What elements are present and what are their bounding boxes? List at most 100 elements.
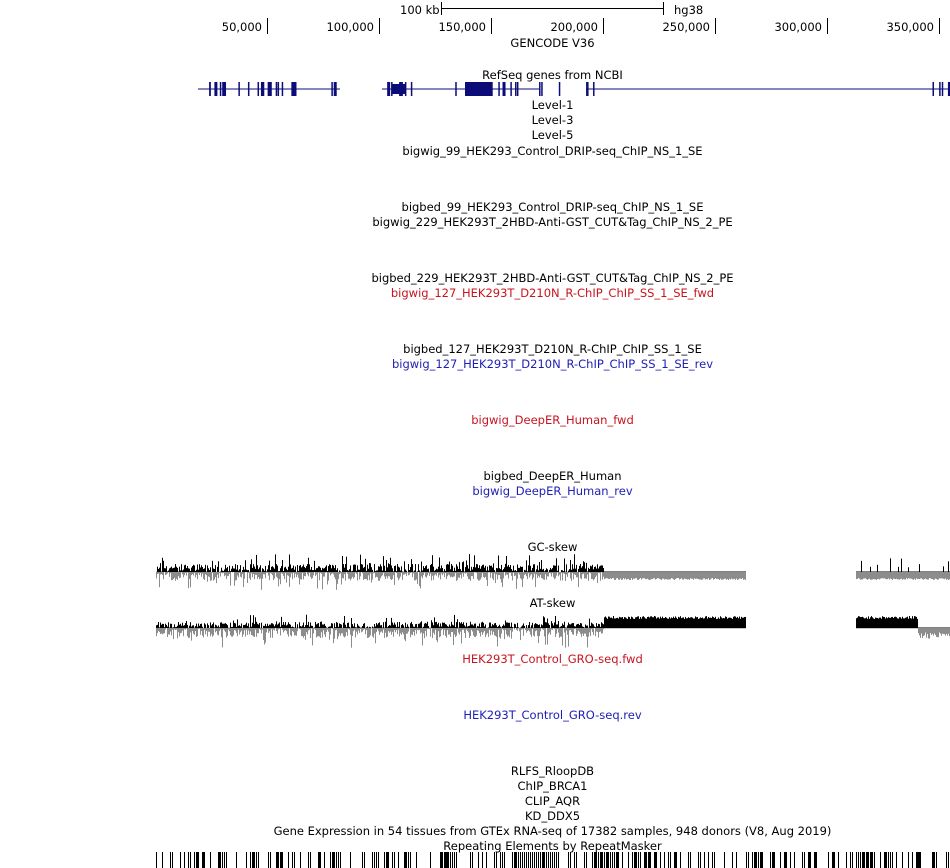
skew-bar-negative [710,572,711,580]
skew-bar-negative [388,572,389,577]
skew-bar-negative [898,572,899,580]
skew-bar-negative [402,628,403,633]
track-label-chip-brca1[interactable]: ChIP_BRCA1 [517,779,588,793]
skew-bar-negative [286,628,287,632]
skew-bar-negative [555,628,556,637]
skew-bar-positive [412,564,413,572]
track-label-drip-bigwig[interactable]: bigwig_99_HEK293_Control_DRIP-seq_ChIP_N… [402,144,703,158]
track-label-repeatmasker[interactable]: Repeating Elements by RepeatMasker [443,839,662,853]
skew-bar-positive [657,617,658,628]
track-label-clip-aqr[interactable]: CLIP_AQR [524,794,581,808]
skew-bar-negative [273,628,274,630]
skew-bar-negative [521,628,522,630]
repeat-element [224,852,225,868]
skew-bar-positive [349,569,350,572]
skew-bar-negative [168,628,169,635]
skew-bar-positive [642,616,643,628]
skew-bar-negative [239,628,240,635]
skew-bar-positive [237,564,238,572]
skew-bar-positive [312,625,313,628]
track-label-level-1[interactable]: Level-1 [531,98,574,112]
skew-bar-negative [445,628,446,636]
skew-bar-positive [744,571,745,572]
repeat-element [700,852,701,868]
skew-bar-positive [515,570,516,572]
track-label-gtex[interactable]: Gene Expression in 54 tissues from GTEx … [273,824,832,838]
skew-bar-negative [577,628,578,634]
skew-bar-negative [595,572,596,578]
skew-bar-positive [379,566,380,572]
skew-bar-negative [554,572,555,580]
skew-bar-positive [741,571,742,572]
track-label-rchip-bigbed[interactable]: bigbed_127_HEK293T_D210N_R-ChIP_ChIP_SS_… [403,342,702,356]
track-label-at-skew[interactable]: AT-skew [529,596,576,610]
skew-bar-positive [909,616,910,628]
track-label-cut-tag-bigbed[interactable]: bigbed_229_HEK293T_2HBD-Anti-GST_CUT&Tag… [371,271,734,285]
track-label-level-3[interactable]: Level-3 [531,113,574,127]
track-label-kd-ddx5[interactable]: KD_DDX5 [524,809,581,823]
track-label-cut-tag-bigwig[interactable]: bigwig_229_HEK293T_2HBD-Anti-GST_CUT&Tag… [372,215,733,229]
track-label-rchip-fwd[interactable]: bigwig_127_HEK293T_D210N_R-ChIP_ChIP_SS_… [390,286,715,300]
skew-bar-negative [533,572,534,578]
repeat-element [612,852,613,868]
skew-bar-negative [623,628,624,629]
skew-bar-negative [584,628,585,634]
repeat-element [600,852,603,868]
at-skew-signal[interactable] [0,608,950,650]
skew-bar-negative [171,628,172,636]
skew-bar-positive [702,617,703,628]
gene-exon-block [465,82,491,96]
track-label-rchip-rev[interactable]: bigwig_127_HEK293T_D210N_R-ChIP_ChIP_SS_… [391,357,714,371]
refseq-gene-track[interactable] [0,81,950,97]
skew-bar-positive [494,623,495,628]
skew-bar-positive [894,571,895,572]
skew-bar-negative [887,572,888,580]
skew-bar-negative [400,572,401,577]
track-label-drip-bigbed[interactable]: bigbed_99_HEK293_Control_DRIP-seq_ChIP_N… [401,200,704,214]
skew-bar-negative [632,572,633,580]
repeat-element [332,852,335,868]
skew-bar-positive [454,614,455,628]
skew-bar-negative [387,628,388,637]
skew-bar-positive [685,571,686,572]
track-label-rlfs[interactable]: RLFS_RloopDB [510,764,595,778]
skew-bar-positive [367,626,368,628]
track-label-gc-skew[interactable]: GC-skew [527,540,578,554]
skew-bar-positive [241,623,242,628]
track-label-gro-seq-fwd[interactable]: HEK293T_Control_GRO-seq.fwd [462,652,643,666]
skew-bar-negative [405,572,406,574]
track-label-level-5[interactable]: Level-5 [531,128,574,142]
skew-bar-negative [313,628,314,634]
skew-bar-positive [417,571,418,572]
repeat-element [892,852,893,868]
skew-bar-positive [416,623,417,628]
skew-bar-positive [895,616,896,628]
track-label-deeper-bigbed[interactable]: bigbed_DeepER_Human [483,469,622,483]
skew-bar-positive [677,571,678,572]
skew-bar-negative [542,628,543,630]
skew-bar-positive [741,616,742,628]
skew-bar-positive [686,571,687,572]
skew-bar-negative [259,628,260,629]
skew-bar-negative [308,628,309,631]
skew-bar-positive [712,616,713,628]
track-label-deeper-rev[interactable]: bigwig_DeepER_Human_rev [472,484,633,498]
skew-bar-positive [588,567,589,572]
skew-bar-negative [292,628,293,631]
skew-bar-negative [442,572,443,576]
skew-bar-positive [292,626,293,628]
skew-bar-positive [321,570,322,572]
track-label-gencode[interactable]: GENCODE V36 [510,36,595,50]
skew-bar-negative [921,628,922,634]
skew-bar-positive [688,571,689,572]
gc-skew-signal[interactable] [0,552,950,592]
gene-exon [209,82,211,96]
skew-bar-negative [248,628,249,631]
track-label-gro-seq-rev[interactable]: HEK293T_Control_GRO-seq.rev [463,708,642,722]
skew-bar-positive [585,624,586,628]
skew-bar-negative [384,572,385,577]
repeatmasker-track[interactable] [0,852,950,868]
track-label-deeper-fwd[interactable]: bigwig_DeepER_Human_fwd [471,413,634,427]
skew-bar-positive [249,627,250,628]
track-label-refseq[interactable]: RefSeq genes from NCBI [482,68,623,82]
